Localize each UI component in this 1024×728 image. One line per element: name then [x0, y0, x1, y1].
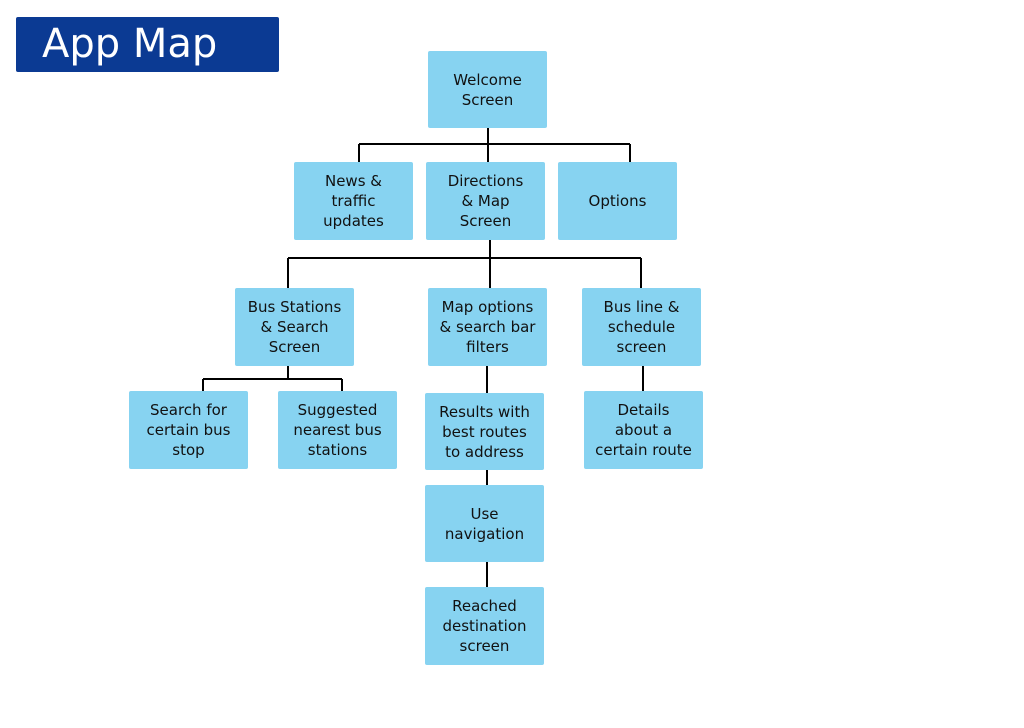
- node-reached-destination-screen: Reached destination screen: [425, 587, 544, 665]
- node-label: Reached destination screen: [442, 597, 527, 655]
- node-search-bus-stop: Search for certain bus stop: [129, 391, 248, 469]
- node-label: Search for certain bus stop: [146, 401, 231, 459]
- node-news-traffic-updates: News & traffic updates: [294, 162, 413, 240]
- node-label: Map options & search bar filters: [439, 298, 536, 356]
- node-label: Directions & Map Screen: [447, 172, 524, 230]
- node-label: Bus Stations & Search Screen: [247, 298, 342, 356]
- node-welcome-screen: Welcome Screen: [428, 51, 547, 128]
- node-use-navigation: Use navigation: [425, 485, 544, 562]
- node-options: Options: [558, 162, 677, 240]
- page-title: App Map: [42, 21, 218, 67]
- node-details-certain-route: Details about a certain route: [584, 391, 703, 469]
- node-label: Use navigation: [444, 504, 525, 543]
- node-results-best-routes: Results with best routes to address: [425, 393, 544, 470]
- node-label: Results with best routes to address: [439, 402, 530, 461]
- node-map-options-filters: Map options & search bar filters: [428, 288, 547, 366]
- node-label: Options: [588, 192, 647, 210]
- node-label: News & traffic updates: [323, 172, 384, 230]
- node-label: Suggested nearest bus stations: [293, 401, 382, 459]
- node-bus-stations-search-screen: Bus Stations & Search Screen: [235, 288, 354, 366]
- title-banner: App Map: [16, 17, 279, 72]
- node-directions-map-screen: Directions & Map Screen: [426, 162, 545, 240]
- node-suggested-nearest-stations: Suggested nearest bus stations: [278, 391, 397, 469]
- node-label: Details about a certain route: [595, 401, 692, 459]
- node-label: Welcome Screen: [453, 70, 522, 109]
- node-label: Bus line & schedule screen: [603, 298, 680, 356]
- node-bus-line-schedule-screen: Bus line & schedule screen: [582, 288, 701, 366]
